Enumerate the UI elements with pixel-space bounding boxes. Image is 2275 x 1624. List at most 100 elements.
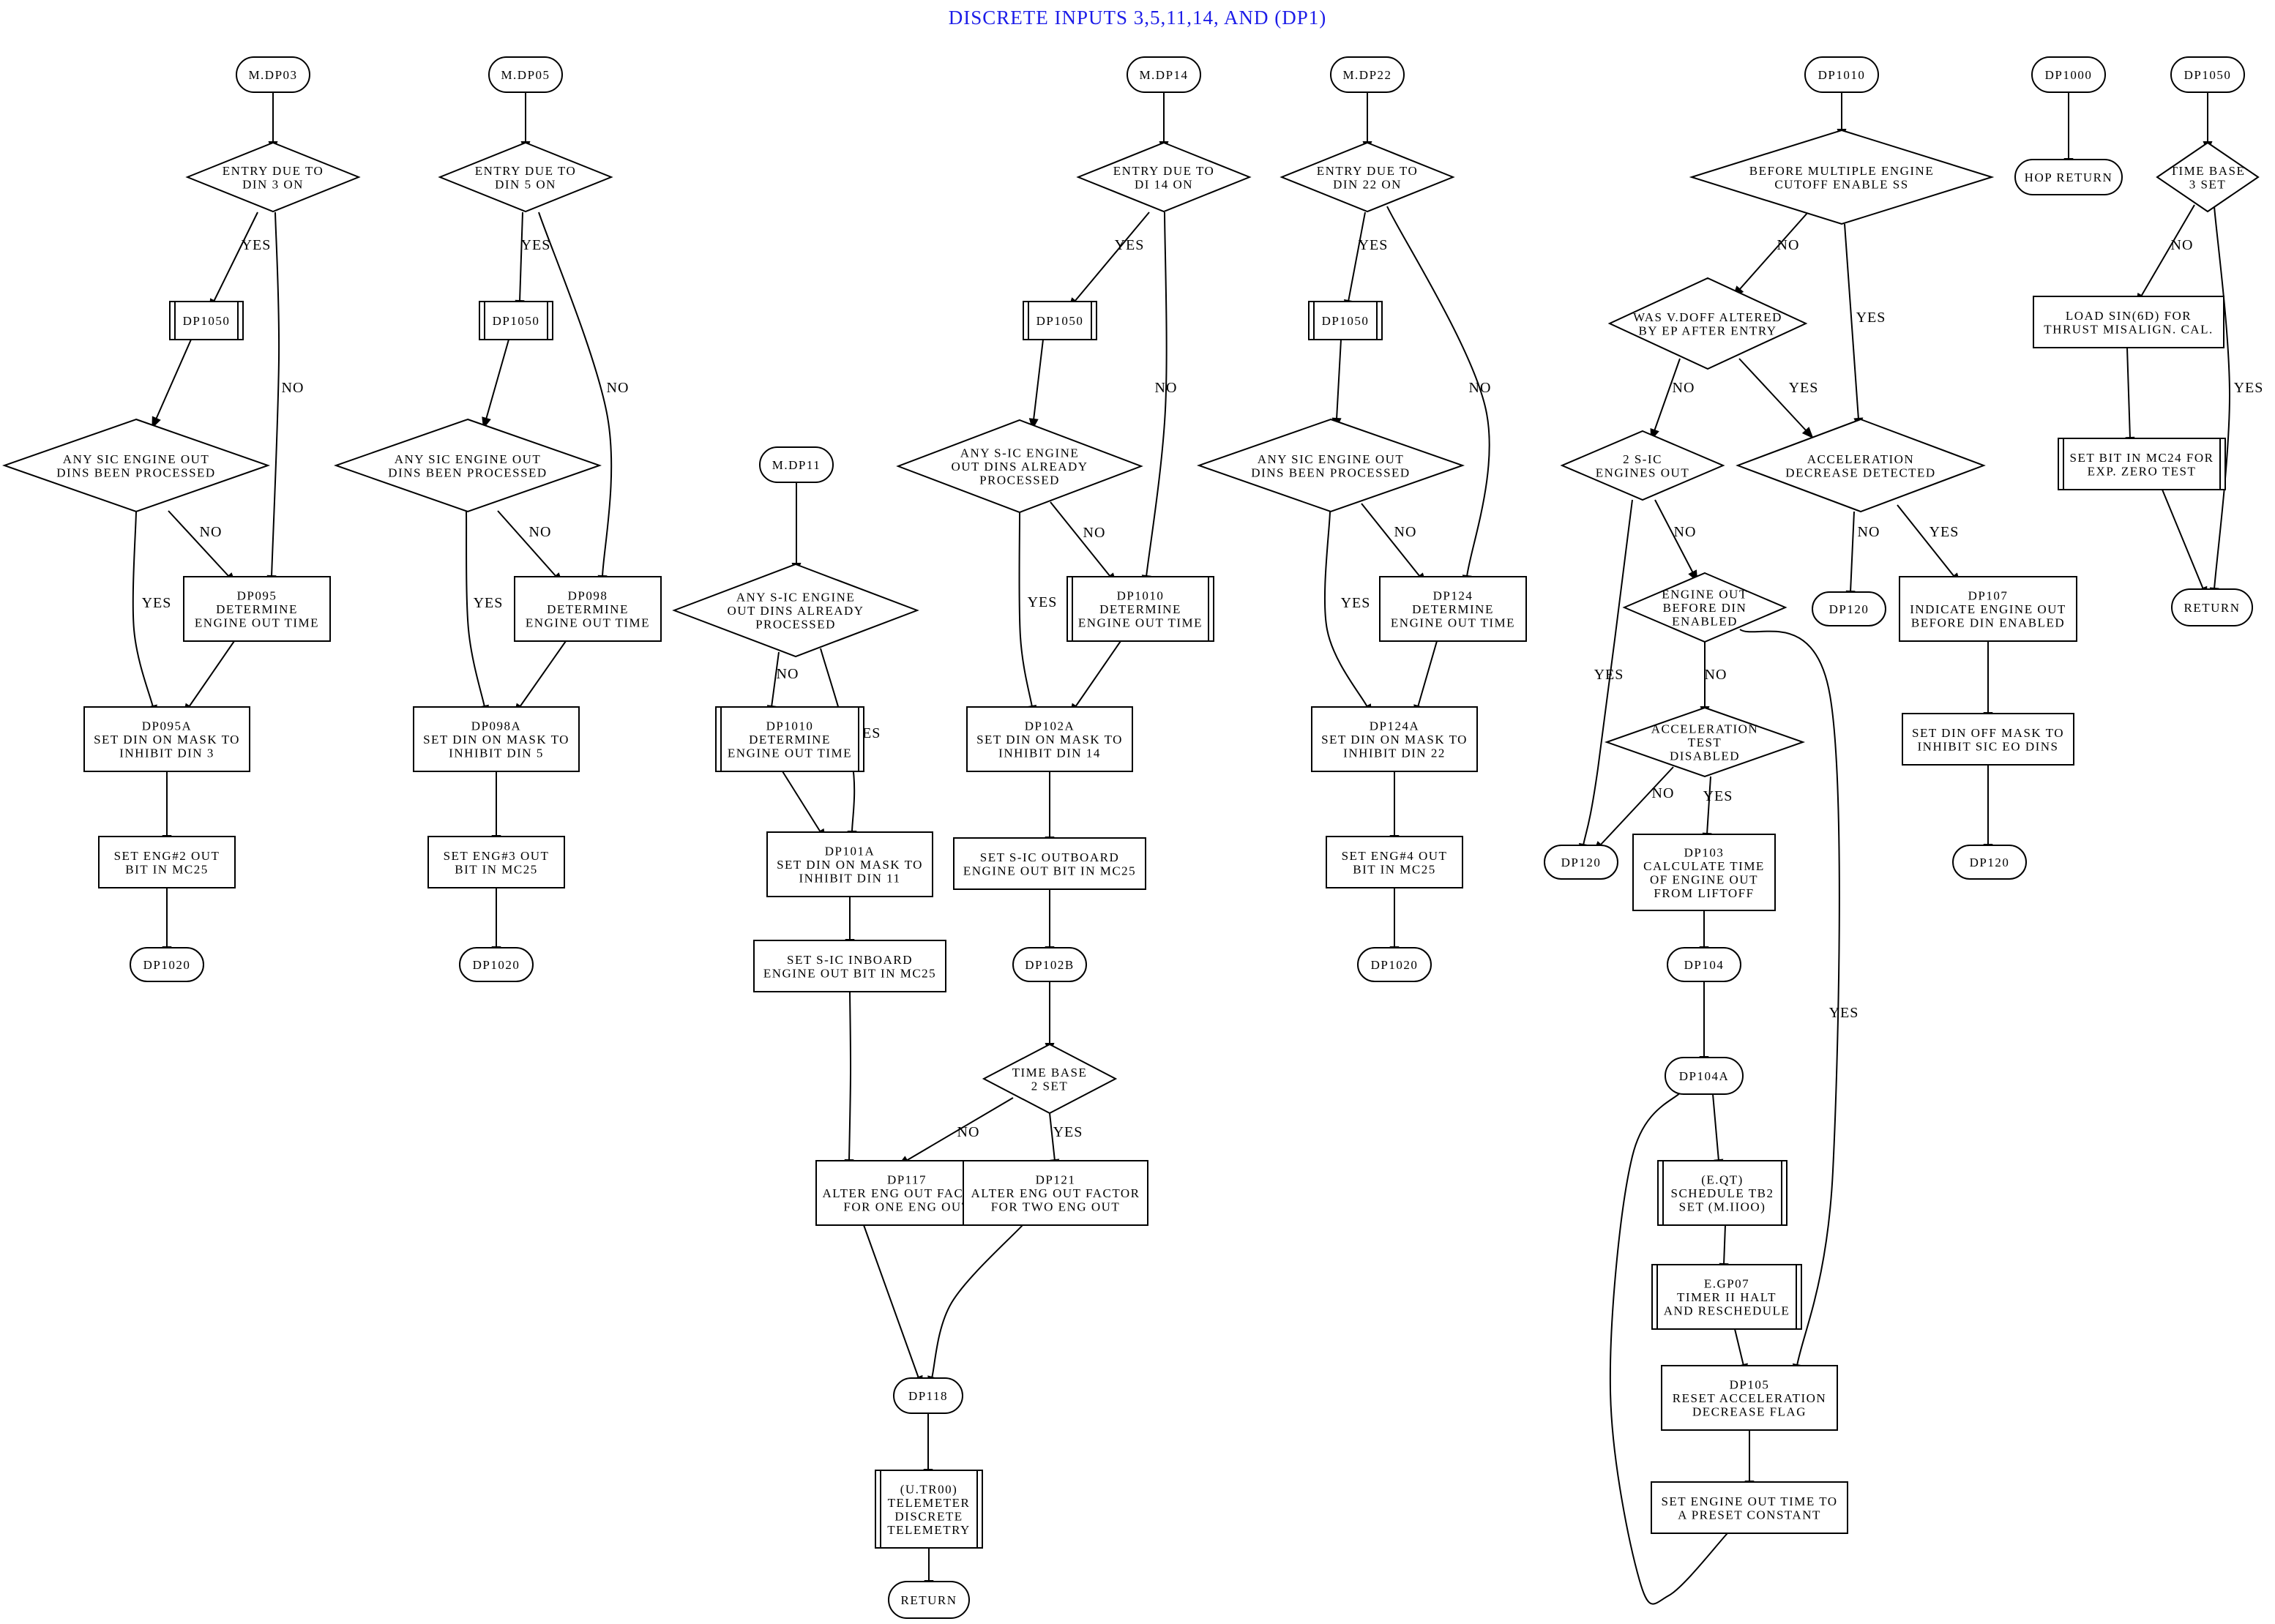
node-label: SCHEDULE TB2	[1671, 1186, 1774, 1200]
terminal-shape	[236, 56, 310, 93]
edge-line	[188, 640, 235, 708]
node-label: SET S-IC INBOARD	[787, 953, 913, 967]
flow-edge: NO	[1845, 511, 1879, 602]
node-label: SET DIN ON MASK TO	[423, 733, 569, 746]
node-label: DP120	[1829, 602, 1869, 616]
process-shape	[1651, 1481, 1848, 1534]
node-label: BEFORE DIN ENABLED	[1911, 616, 2065, 630]
node-label: ENTRY DUE TO	[475, 164, 577, 178]
flow-node-subroutine: DP1050	[169, 301, 244, 340]
edge-line	[1654, 358, 1681, 432]
edge-label: NO	[1083, 525, 1106, 541]
node-label: ENGINE OUT TIME	[728, 746, 852, 760]
decision-shape	[1, 418, 271, 513]
node-label: SET DIN ON MASK TO	[94, 733, 240, 746]
node-label: DP104A	[1679, 1069, 1730, 1083]
edge-label: YES	[474, 595, 504, 611]
flow-node-terminal: M.DP22	[1330, 56, 1405, 93]
node-label: INHIBIT DIN 14	[998, 746, 1101, 760]
decision-shape	[1607, 277, 1808, 370]
node-label: DETERMINE	[547, 602, 629, 616]
node-label: DP1050	[2184, 68, 2232, 82]
edge-line	[155, 339, 192, 420]
node-label: DP1000	[2045, 68, 2093, 82]
edge-line	[519, 212, 523, 302]
flow-edge	[1413, 640, 1438, 717]
node-label: ENGINE OUT BIT IN MC25	[963, 864, 1136, 878]
node-label: ACCELERATION	[1807, 452, 1914, 466]
node-label: BEFORE MULTIPLE ENGINE	[1749, 164, 1934, 178]
flow-edge: NO	[168, 510, 236, 585]
node-label: ENTRY DUE TO	[1113, 164, 1215, 178]
flow-edge: NO	[1732, 212, 1809, 298]
subroutine-shape	[1651, 1264, 1802, 1330]
terminal-shape	[2014, 159, 2123, 195]
node-label: DP107	[1968, 589, 2009, 603]
edge-label: YES	[1930, 524, 1960, 540]
node-label: ANY SIC ENGINE OUT	[1258, 452, 1405, 466]
edge-line	[1739, 629, 1840, 1366]
node-label: DP102B	[1025, 958, 1075, 972]
node-label: 3 SET	[2189, 177, 2226, 191]
node-label: DP124A	[1370, 719, 1420, 733]
edge-line	[271, 212, 280, 577]
node-label: DP1010	[1117, 589, 1165, 603]
process-shape	[953, 837, 1146, 890]
node-label: ALTER ENG OUT FACTOR	[822, 1186, 991, 1200]
node-label: DP098A	[471, 719, 522, 733]
process-shape	[98, 836, 236, 888]
node-label: DISABLED	[1670, 749, 1740, 763]
edge-label: YES	[1053, 1124, 1083, 1140]
node-label: THRUST MISALIGN. CAL.	[2044, 322, 2213, 336]
terminal-shape	[1127, 56, 1201, 93]
node-label: ENTRY DUE TO	[223, 164, 324, 178]
terminal-shape	[459, 947, 534, 982]
edge-label: YES	[1115, 237, 1145, 253]
node-label: BIT IN MC25	[125, 862, 208, 876]
node-label: WAS V.DOFF ALTERED	[1633, 310, 1782, 324]
edge-line	[2126, 347, 2131, 439]
node-label: SET ENG#4 OUT	[1342, 849, 1448, 863]
process-shape	[2033, 296, 2224, 348]
flow-node-terminal: DP1020	[130, 947, 204, 982]
flow-edge: YES	[209, 212, 270, 311]
process-shape	[1379, 576, 1527, 642]
edge-label: YES	[1341, 595, 1371, 611]
edge-label: YES	[1703, 788, 1733, 804]
node-label: DINS BEEN PROCESSED	[1251, 465, 1410, 479]
node-label: DP1010	[766, 719, 814, 733]
node-label: PROCESSED	[755, 618, 836, 632]
node-label: ANY SIC ENGINE OUT	[395, 452, 542, 466]
subroutine-shape	[1657, 1160, 1788, 1226]
flow-edge: YES	[466, 511, 504, 717]
edge-label: NO	[2171, 237, 2194, 253]
node-label: DP098	[568, 589, 608, 603]
flow-edge: NO	[1650, 358, 1694, 441]
node-label: RESET ACCELERATION	[1673, 1391, 1826, 1405]
arrowhead	[1028, 418, 1039, 430]
flow-edge	[1331, 339, 1342, 430]
flow-edge	[1069, 640, 1121, 716]
node-label: BIT IN MC25	[1353, 862, 1435, 876]
process-shape	[966, 706, 1133, 772]
edge-line	[1654, 499, 1694, 574]
edge-line	[538, 212, 613, 577]
node-label: (U.TR00)	[900, 1482, 958, 1496]
node-label: DETERMINE	[216, 602, 298, 616]
node-label: TIME BASE	[2170, 164, 2246, 178]
flow-node-terminal: DP120	[1544, 845, 1618, 880]
flow-edge: NO	[538, 212, 628, 587]
edge-line	[1734, 1328, 1744, 1366]
node-label: DINS BEEN PROCESSED	[56, 465, 215, 479]
flow-edge	[791, 482, 802, 575]
